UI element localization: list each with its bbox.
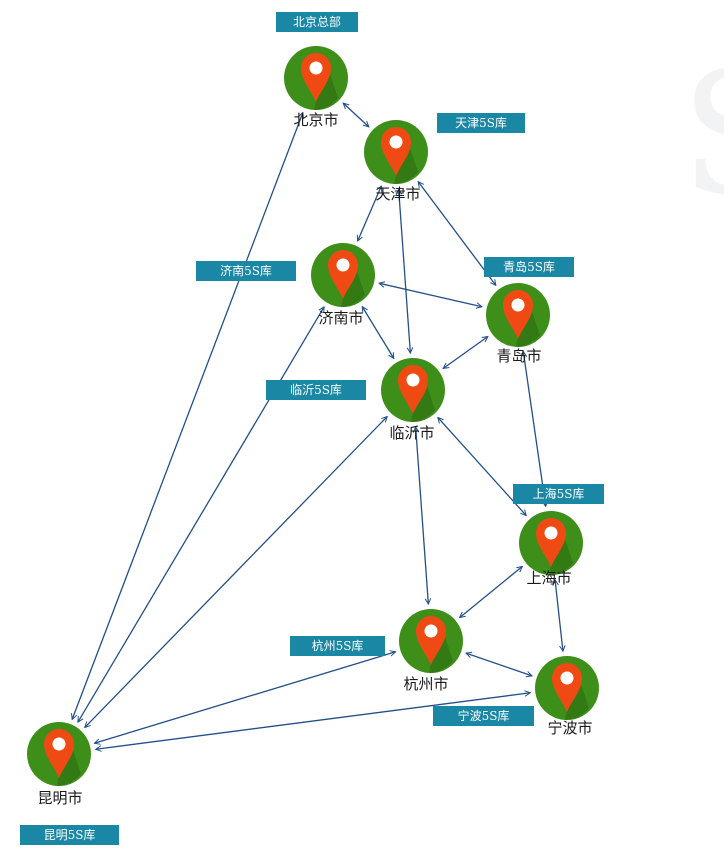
edge-qingdao-shanghai — [523, 352, 545, 507]
city-label-beijing: 北京市 — [293, 111, 339, 129]
edge-jinan-qingdao — [379, 283, 482, 307]
edge-beijing-tianjin — [343, 103, 369, 127]
node-shadow — [516, 311, 540, 347]
node-qingdao — [486, 283, 550, 347]
edge-shanghai-ningbo — [555, 580, 563, 651]
node-beijing — [284, 46, 348, 110]
map-pin-icon — [328, 250, 358, 299]
city-label-linyi: 临沂市 — [389, 424, 435, 442]
edge-kunming-beijing — [72, 113, 303, 720]
edge-kunming-jinan — [77, 307, 325, 722]
warehouse-tag-kunming: 昆明5S库 — [20, 825, 119, 845]
node-shadow — [394, 148, 418, 184]
edge-linyi-hangzhou — [416, 427, 429, 604]
warehouse-tag-shanghai: 上海5S库 — [513, 484, 604, 504]
edge-linyi-shanghai — [438, 417, 526, 515]
map-pin-icon — [381, 127, 411, 176]
edges-layer — [72, 103, 563, 749]
pin-hole — [52, 737, 66, 751]
nodes-layer — [27, 46, 599, 786]
node-shadow — [429, 637, 453, 673]
warehouse-tag-beijing: 北京总部 — [276, 12, 358, 32]
pin-hole — [309, 61, 323, 75]
warehouse-tag-jinan: 济南5S库 — [196, 261, 296, 281]
node-ningbo — [535, 656, 599, 720]
warehouse-tag-tianjin: 天津5S库 — [437, 113, 525, 133]
map-pin-icon — [416, 616, 446, 665]
warehouse-tag-linyi: 临沂5S库 — [266, 380, 366, 400]
edge-tianjin-linyi — [399, 189, 411, 353]
warehouse-tag-qingdao: 青岛5S库 — [484, 257, 574, 277]
edge-hangzhou-ningbo — [466, 653, 532, 676]
background-watermark: S — [680, 50, 724, 230]
city-label-jinan: 济南市 — [318, 309, 364, 327]
node-tianjin — [364, 120, 428, 184]
node-shadow — [549, 539, 573, 575]
edge-tianjin-qingdao — [418, 182, 496, 286]
node-shadow — [341, 271, 365, 307]
node-shadow — [565, 684, 589, 720]
pin-hole — [544, 526, 558, 540]
pin-hole — [511, 298, 525, 312]
node-kunming — [27, 722, 91, 786]
warehouse-tag-hangzhou: 杭州5S库 — [290, 636, 385, 656]
city-label-hangzhou: 杭州市 — [403, 675, 449, 693]
edge-shanghai-hangzhou — [460, 566, 523, 617]
map-pin-icon — [301, 53, 331, 102]
city-label-shanghai: 上海市 — [526, 569, 572, 587]
node-shadow — [57, 750, 81, 786]
edge-tianjin-jinan — [358, 186, 382, 241]
map-pin-icon — [552, 663, 582, 712]
warehouse-tag-ningbo: 宁波5S库 — [433, 706, 534, 726]
edge-qingdao-linyi — [443, 337, 488, 369]
node-shadow — [411, 386, 435, 422]
map-pin-icon — [398, 365, 428, 414]
city-label-tianjin: 天津市 — [375, 185, 421, 203]
edge-kunming-ningbo — [96, 693, 531, 749]
pin-hole — [336, 258, 350, 272]
map-pin-icon — [536, 518, 566, 567]
node-hangzhou — [399, 609, 463, 673]
pin-hole — [560, 671, 574, 685]
node-jinan — [311, 243, 375, 307]
city-label-qingdao: 青岛市 — [496, 347, 542, 365]
edge-jinan-linyi — [362, 307, 394, 359]
node-linyi — [381, 358, 445, 422]
map-pin-icon — [44, 729, 74, 778]
pin-hole — [406, 373, 420, 387]
map-pin-icon — [503, 290, 533, 339]
city-label-ningbo: 宁波市 — [547, 719, 593, 737]
pin-hole — [389, 135, 403, 149]
edge-kunming-linyi — [85, 417, 387, 728]
node-shadow — [314, 74, 338, 110]
node-shanghai — [519, 511, 583, 575]
city-label-kunming: 昆明市 — [37, 789, 83, 807]
pin-hole — [424, 624, 438, 638]
